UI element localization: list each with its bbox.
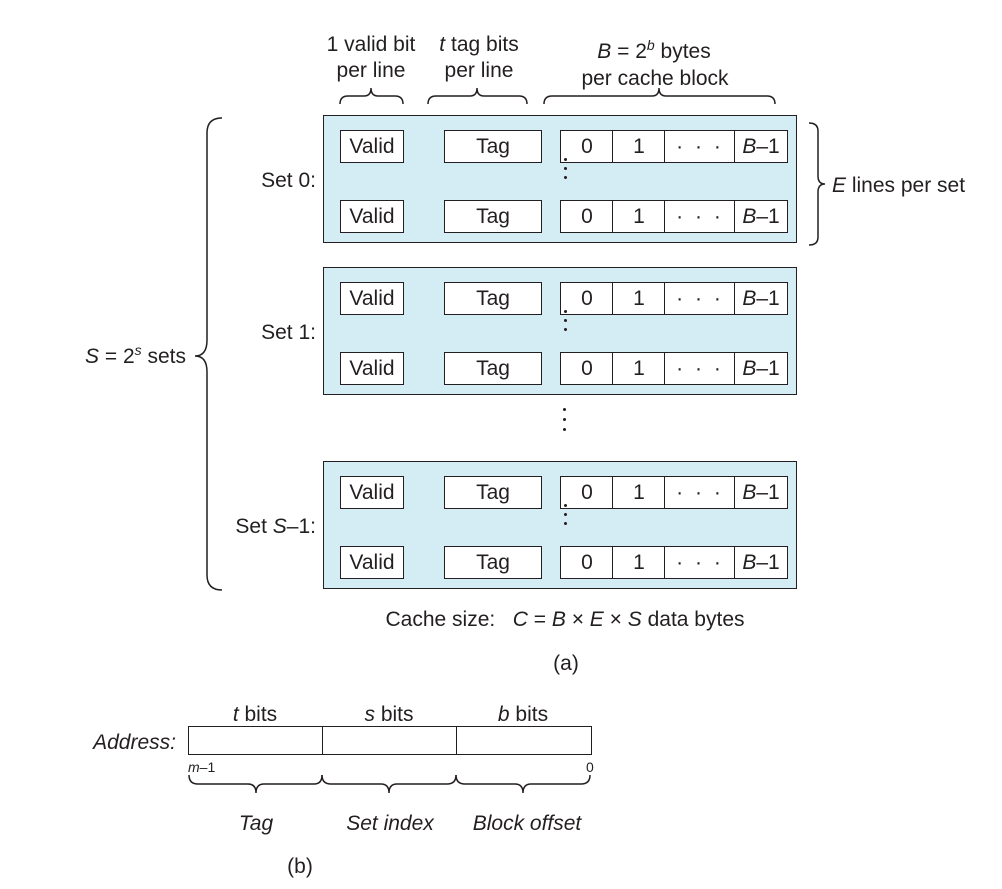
set-s-minus-1: Valid Tag 0 1 · · · B–1 Valid Tag 0 1 · …: [323, 461, 797, 589]
byte-0-cell: 0: [560, 352, 614, 385]
valid-cell: Valid: [340, 546, 404, 579]
brace-set-field: [321, 774, 457, 794]
valid-header-line1: 1 valid bit: [326, 33, 416, 56]
byte-1-cell: 1: [612, 130, 666, 163]
valid-header-line2: per line: [336, 59, 406, 82]
block-offset-field-name: Block offset: [472, 812, 582, 835]
brace-offset-field: [455, 774, 591, 794]
byte-last-cell: B–1: [734, 352, 788, 385]
tag-header-line1: t tag bits: [439, 33, 519, 56]
set-0-label: Set 0:: [261, 169, 316, 192]
block-offset-field-box: [456, 726, 592, 755]
brace-valid: [339, 87, 404, 105]
tag-header-line2: per line: [444, 59, 514, 82]
byte-ellipsis-cell: · · ·: [664, 352, 736, 385]
tag-cell: Tag: [444, 476, 542, 509]
set-s-minus-1-label: Set S–1:: [235, 515, 316, 538]
t-bits-label: t bits: [232, 703, 278, 726]
byte-last-cell: B–1: [734, 200, 788, 233]
byte-0-cell: 0: [560, 476, 614, 509]
line-ellipsis: [564, 158, 568, 185]
valid-cell: Valid: [340, 282, 404, 315]
tag-cell: Tag: [444, 546, 542, 579]
s-sets-label: S = 2s sets: [85, 342, 186, 368]
brace-tag-field: [188, 774, 323, 794]
set-1-label: Set 1:: [261, 321, 316, 344]
e-lines-label: E lines per set: [832, 174, 966, 197]
set-0: Valid Tag 0 1 · · · B–1 Valid Tag 0 1 · …: [323, 115, 797, 243]
byte-0-cell: 0: [560, 282, 614, 315]
brace-s-sets: [194, 117, 223, 591]
set-index-field-box: [322, 726, 458, 755]
block-header-line1: B = 2b bytes: [597, 37, 711, 63]
byte-0-cell: 0: [560, 130, 614, 163]
low-bit-label: 0: [586, 759, 594, 775]
line-ellipsis: [564, 504, 568, 531]
tag-cell: Tag: [444, 130, 542, 163]
tag-cell: Tag: [444, 352, 542, 385]
tag-field-box: [188, 726, 324, 755]
byte-1-cell: 1: [612, 200, 666, 233]
valid-cell: Valid: [340, 476, 404, 509]
tag-cell: Tag: [444, 282, 542, 315]
set-1: Valid Tag 0 1 · · · B–1 Valid Tag 0 1 · …: [323, 267, 797, 395]
byte-ellipsis-cell: · · ·: [664, 282, 736, 315]
brace-block: [543, 87, 776, 105]
byte-last-cell: B–1: [734, 130, 788, 163]
tag-cell: Tag: [444, 200, 542, 233]
block-header-line2: per cache block: [581, 67, 729, 90]
byte-ellipsis-cell: · · ·: [664, 130, 736, 163]
byte-1-cell: 1: [612, 476, 666, 509]
s-bits-label: s bits: [364, 703, 414, 726]
set-ellipsis: [563, 408, 567, 431]
cache-size-formula: Cache size: C = B × E × S data bytes: [385, 608, 745, 631]
byte-last-cell: B–1: [734, 546, 788, 579]
high-bit-label: m–1: [188, 759, 216, 775]
byte-ellipsis-cell: · · ·: [664, 200, 736, 233]
valid-cell: Valid: [340, 130, 404, 163]
byte-0-cell: 0: [560, 200, 614, 233]
byte-0-cell: 0: [560, 546, 614, 579]
valid-cell: Valid: [340, 200, 404, 233]
brace-tag: [427, 87, 528, 105]
byte-1-cell: 1: [612, 352, 666, 385]
byte-1-cell: 1: [612, 282, 666, 315]
tag-field-name: Tag: [238, 812, 274, 835]
caption-b: (b): [287, 855, 313, 878]
b-bits-label: b bits: [497, 703, 549, 726]
byte-1-cell: 1: [612, 546, 666, 579]
valid-cell: Valid: [340, 352, 404, 385]
set-index-field-name: Set index: [346, 812, 434, 835]
byte-ellipsis-cell: · · ·: [664, 476, 736, 509]
byte-ellipsis-cell: · · ·: [664, 546, 736, 579]
byte-last-cell: B–1: [734, 476, 788, 509]
line-ellipsis: [564, 310, 568, 337]
address-label: Address:: [93, 731, 176, 754]
brace-e-lines: [808, 122, 826, 246]
caption-a: (a): [553, 652, 579, 675]
byte-last-cell: B–1: [734, 282, 788, 315]
